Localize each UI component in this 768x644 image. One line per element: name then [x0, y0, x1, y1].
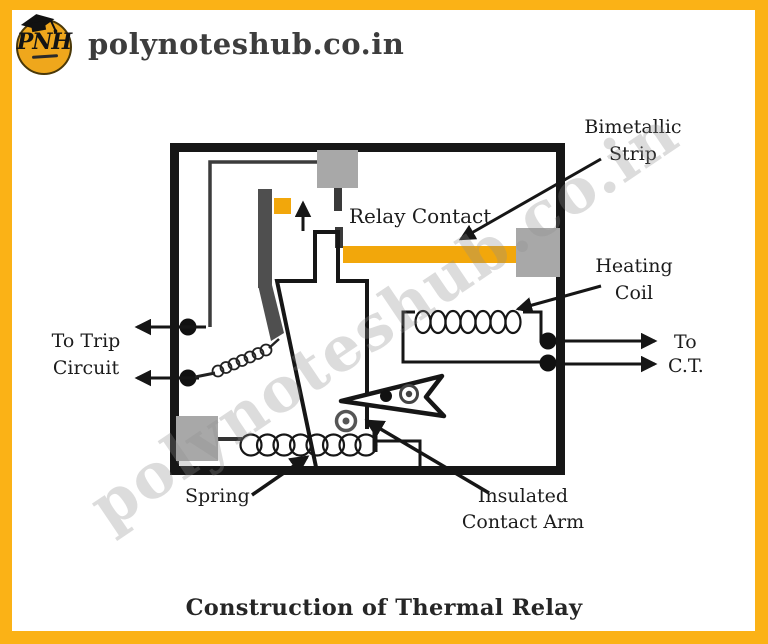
trip-circuit-wire	[208, 160, 318, 327]
latch-bar	[258, 189, 272, 288]
top-support-block	[317, 150, 358, 188]
label-to: To	[674, 331, 697, 353]
lever-pivot-center	[342, 417, 350, 425]
label-to-trip-circuit: To Trip Circuit	[51, 330, 121, 379]
contact-arm-pivot-ring	[399, 384, 419, 404]
label-bimetallic-strip: Bimetallic Strip	[584, 116, 682, 165]
label-insulated-contact-arm: Insulated Contact Arm	[461, 485, 585, 533]
right-terminal-dot-top	[539, 332, 557, 350]
contact-arm-pivot-center	[405, 390, 413, 398]
spring-pointer-arrow	[251, 455, 310, 497]
latch-bar-bent-end	[258, 285, 284, 341]
contact-arm-dot	[380, 390, 392, 402]
armature-lever	[274, 230, 369, 468]
relay-housing	[170, 143, 565, 475]
heating-coil-wire-left	[401, 310, 547, 364]
latch-spring-wire	[194, 371, 216, 379]
logo-acronym-text: PNH	[16, 29, 72, 55]
latch-spring	[211, 343, 273, 378]
bottom-left-support-block	[176, 416, 218, 461]
label-heating-coil: Heating Coil	[595, 255, 673, 304]
bimetallic-strip	[343, 246, 516, 263]
latch-pad	[274, 198, 291, 214]
bimetallic-pointer-arrow	[458, 157, 602, 241]
insulated-contact-arm	[338, 373, 447, 419]
fixed-contact-stub	[334, 188, 342, 211]
diagram-caption: Construction of Thermal Relay	[185, 595, 583, 621]
restraining-spring	[239, 433, 378, 457]
pnh-logo: PNH	[14, 14, 78, 79]
heating-coil-pointer-arrow	[515, 284, 602, 314]
latch-spring-link	[268, 338, 280, 349]
right-support-block	[516, 228, 560, 277]
site-title: polynoteshub.co.in	[88, 27, 405, 61]
graduation-cap-icon	[20, 14, 58, 33]
label-relay-contact: Relay Contact	[349, 204, 492, 228]
right-terminal-dot-bottom	[539, 354, 557, 372]
label-ct: C.T.	[668, 355, 704, 377]
spring-wire-right	[375, 439, 422, 466]
label-spring: Spring	[185, 485, 250, 507]
heating-coil	[414, 309, 522, 335]
lever-pivot-ring	[334, 409, 358, 433]
logo-circle	[16, 19, 72, 75]
insulated-arm-pointer-arrow	[364, 419, 490, 495]
